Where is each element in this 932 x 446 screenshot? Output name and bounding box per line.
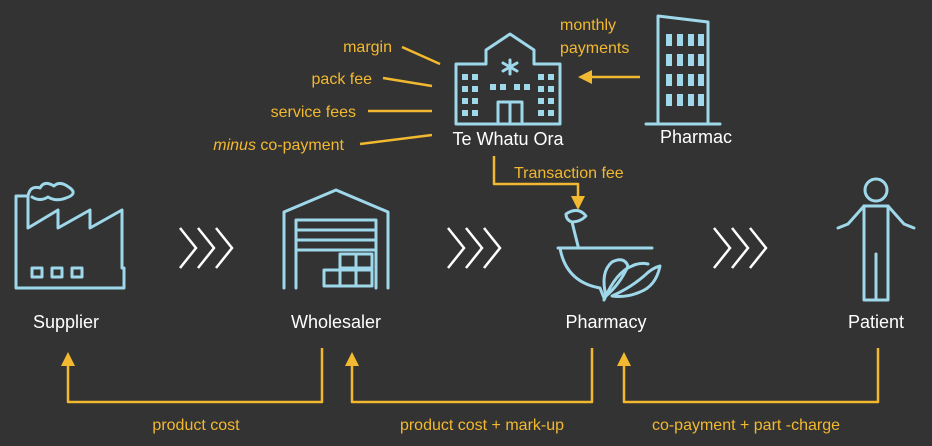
- transaction-fee-arrow: [492, 156, 585, 210]
- funding-connector-lines: [359, 45, 441, 146]
- margin-label: margin: [343, 39, 392, 56]
- minus-co-payment-label: minus co-payment: [213, 137, 344, 154]
- product-cost-arrow: [61, 348, 324, 404]
- warehouse-icon: [282, 188, 390, 290]
- pack-fee-label: pack fee: [312, 71, 373, 88]
- office-tower-icon: [644, 14, 722, 126]
- product-cost-label: product cost: [152, 417, 240, 434]
- person-icon: [836, 177, 916, 302]
- copayment-partcharge-label: co-payment + part -charge: [652, 417, 840, 434]
- wholesaler-label: Wholesaler: [291, 312, 381, 332]
- patient-label: Patient: [848, 312, 904, 332]
- product-cost-markup-label: product cost + mark-up: [400, 417, 564, 434]
- monthly-payments-arrow: [578, 70, 640, 84]
- transaction-fee-label: Transaction fee: [514, 165, 624, 182]
- co-payment-word: co-payment: [256, 137, 345, 154]
- chevron-icon: [179, 227, 234, 269]
- monthly-payments-line2: payments: [560, 40, 629, 57]
- service-fees-label: service fees: [271, 104, 356, 121]
- chevron-icon: [447, 227, 502, 269]
- supplier-label: Supplier: [33, 312, 99, 332]
- mortar-pestle-icon: [556, 209, 662, 302]
- pharmacy-label: Pharmacy: [565, 312, 646, 332]
- product-cost-markup-arrow: [345, 348, 594, 404]
- copayment-partcharge-arrow: [617, 348, 880, 404]
- minus-word: minus: [213, 137, 256, 154]
- factory-icon: [14, 181, 126, 290]
- chevron-icon: [713, 227, 768, 269]
- hospital-icon: [454, 32, 562, 126]
- te-whatu-ora-label: Te Whatu Ora: [452, 129, 564, 149]
- monthly-payments-line1: monthly: [560, 17, 616, 34]
- pharmac-label: Pharmac: [660, 127, 732, 147]
